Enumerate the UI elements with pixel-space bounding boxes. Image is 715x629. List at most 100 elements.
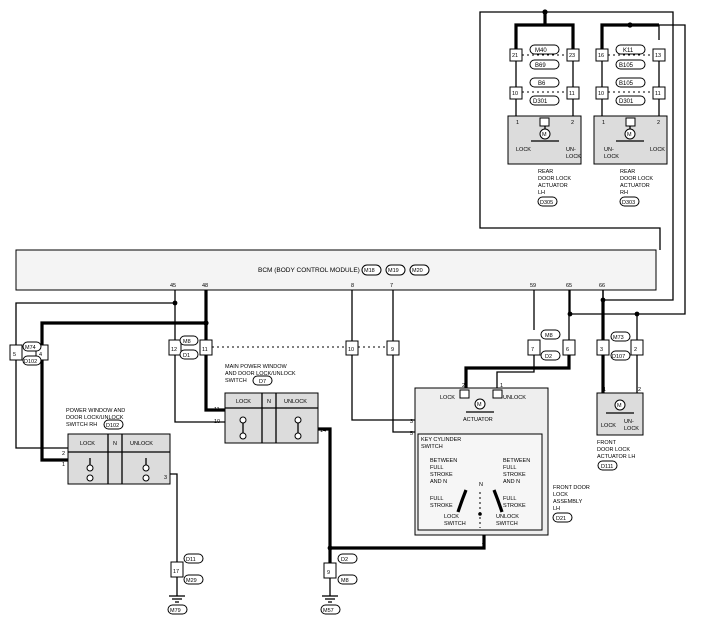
switch-text: STROKE [430,503,453,509]
component-name: LOCK [553,492,568,498]
lock-label: LOCK [440,395,455,401]
unlock-label: UNLOCK [503,395,526,401]
component-name: REAR [620,169,635,175]
connector-mid: 10 9 [345,340,400,356]
connector-label: B105 [619,63,634,69]
component-name: FRONT [597,440,617,446]
rear-door-lock-actuator-left: 1 2 M LOCK UN- LOCK REAR DOOR LOCK ACTUA… [507,115,582,207]
connector-label: D301 [619,99,634,105]
pin-label: 4 [482,541,485,547]
pin-label: 1 [603,387,606,393]
pin-label: 5 [13,352,16,358]
connector-label: M8 [545,333,553,339]
switch-text: STROKE [503,472,526,478]
pin-label: 3 [410,419,413,425]
bcm-module: BCM (BODY CONTROL MODULE) M18 M19 M20 45… [15,249,657,291]
switch-text: LOCK [444,514,459,520]
component-id: D102 [106,423,119,429]
pin-label: 59 [530,283,536,289]
switch-text: FULL [430,465,443,471]
switch-text: FULL [503,465,516,471]
main-power-window-switch: MAIN POWER WINDOW AND DOOR LOCK/UNLOCK S… [214,364,326,444]
column-header: LOCK [80,441,95,447]
pin-label: 8 [351,283,354,289]
component-name: SWITCH [225,378,247,384]
component-id: D305 [540,200,553,206]
lock-label: LOCK [516,147,531,153]
component-name: ACTUATOR [538,183,568,189]
pin-label: 9 [391,347,394,353]
switch-text: AND N [430,479,447,485]
column-header: UNLOCK [130,441,153,447]
switch-text: BETWEEN [503,458,530,464]
pin-label: 11 [569,91,575,97]
component-name: DOOR LOCK [538,176,571,182]
component-name: ASSEMBLY [553,499,583,505]
connector-pw-lh: 5 4 M74 D102 [9,341,49,366]
component-id: D111 [601,464,613,470]
switch-text: STROKE [503,503,526,509]
pin-label: 7 [390,283,393,289]
switch-text: N [479,482,483,488]
pin-label: 23 [569,53,575,59]
ground-right: 9 D2 M8 M57 [320,553,358,615]
component-name: ACTUATOR [620,183,650,189]
component-name: AND DOOR LOCK/UNLOCK [225,371,296,377]
pin-label: 1 [500,383,503,389]
switch-text: SWITCH [444,521,466,527]
svg-text:M: M [542,132,547,138]
component-name: SWITCH [421,444,443,450]
component-name: REAR [538,169,553,175]
pin-label: 10 [598,91,604,97]
unlock-label: UN- [624,419,634,425]
pin-label: 6 [566,347,569,353]
splice-dot [542,9,548,15]
switch-text: AND N [503,479,520,485]
component-name: RH [620,190,628,196]
pin-label: 45 [170,283,176,289]
ground-label: M57 [323,608,334,614]
connector-center: 7 6 M8 D2 [527,329,576,361]
pin-label: 1 [602,120,605,126]
connector-label: M19 [388,268,399,274]
pin-label: 7 [531,347,534,353]
pin-label: 11 [655,91,661,97]
pin-label: 48 [202,283,208,289]
connector-label: B6 [538,81,546,87]
connector-label: M74 [25,345,36,351]
pin-label: 2 [571,120,574,126]
pin-label: 10 [214,419,220,425]
component-name: KEY CYLINDER [421,437,461,443]
pin-label: 2 [462,383,465,389]
component-id: D7 [259,379,266,385]
component-name: LH [538,190,545,196]
pin-label: 1 [516,120,519,126]
pin-label: 2 [657,120,660,126]
connector-label: K11 [623,48,634,54]
column-header: LOCK [236,399,251,405]
component-name: DOOR LOCK [620,176,653,182]
connector-label: B69 [535,63,546,69]
switch-text: BETWEEN [430,458,457,464]
ground-left: 17 D11 M29 M79 [167,553,204,615]
connector-label: M29 [186,578,197,584]
connector-label: M40 [535,48,547,54]
unlock-label: UN- [604,147,614,153]
svg-text:M: M [627,132,632,138]
switch-text: SWITCH [496,521,518,527]
connector-label: M18 [364,268,375,274]
column-header: UNLOCK [284,399,307,405]
unlock-label: UN- [566,147,576,153]
component-name: MAIN POWER WINDOW [225,364,288,370]
unlock-label: LOCK [624,426,639,432]
connector-label: D301 [533,99,548,105]
switch-text: FULL [430,496,443,502]
column-header: N [267,399,271,405]
pin-label: 2 [634,347,637,353]
splice-dot [627,22,633,28]
component-name: SWITCH RH [66,422,97,428]
pin-label: 5 [410,431,413,437]
pin-label: 12 [171,347,177,353]
power-window-switch-rh: POWER WINDOW AND DOOR LOCK/UNLOCK SWITCH… [62,408,171,485]
